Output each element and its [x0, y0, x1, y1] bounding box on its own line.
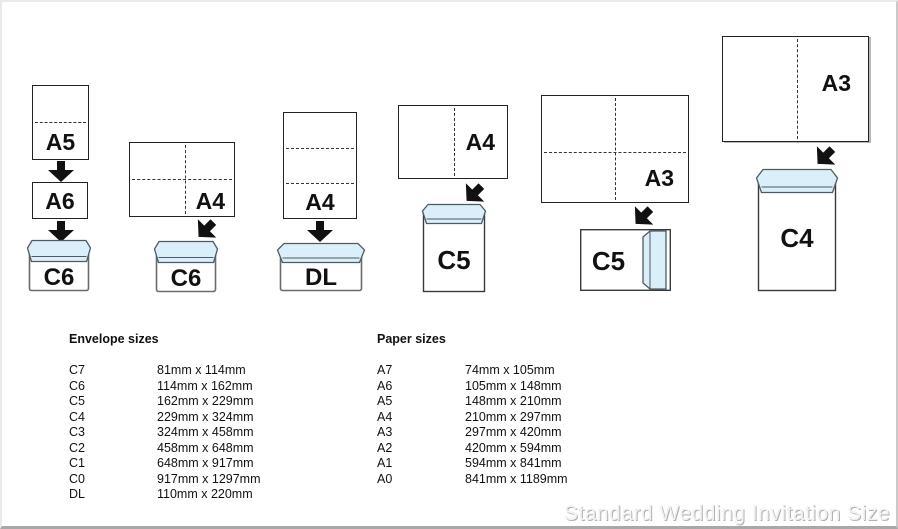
size-dimensions: 324mm x 458mm — [157, 425, 254, 439]
size-code: A3 — [377, 425, 393, 439]
table-row: C3 324mm x 458mm — [69, 425, 261, 441]
watermark-text: Standard Wedding Invitation Size — [563, 502, 890, 525]
arrow-down-left-icon — [808, 140, 841, 173]
envelope-label: C4 — [780, 223, 814, 253]
size-code: A2 — [377, 440, 393, 455]
size-code: A0 — [377, 471, 393, 486]
table-row: A7 74mm x 105mm — [377, 363, 568, 379]
size-code: DL — [69, 487, 85, 501]
table-title: Paper sizes — [377, 332, 446, 346]
paper-a3-landscape: A3 — [722, 36, 869, 142]
fold-line — [286, 183, 354, 185]
size-dimensions: 148mm x 210mm — [465, 394, 562, 408]
fold-line — [454, 108, 456, 176]
fold-line — [286, 147, 354, 149]
size-code: A5 — [377, 394, 393, 408]
table-row: C2 458mm x 648mm — [69, 441, 261, 457]
size-dimensions: 105mm x 148mm — [465, 378, 562, 393]
arrow-down-icon — [307, 221, 333, 242]
paper-a5: A5 — [32, 85, 89, 160]
size-dimensions: 210mm x 297mm — [465, 409, 562, 424]
table-row: C4 229mm x 324mm — [69, 410, 261, 426]
table-row: A4 210mm x 297mm — [377, 410, 568, 426]
table-row: DL 110mm x 220mm — [69, 487, 261, 503]
envelope-label: C6 — [170, 265, 202, 292]
size-dimensions: 458mm x 648mm — [157, 440, 254, 455]
table-row: A0 841mm x 1189mm — [377, 472, 568, 488]
arrow-down-icon — [48, 221, 74, 242]
envelope-c4: C4 — [755, 168, 839, 292]
arrow-down-icon — [48, 161, 74, 182]
paper-label: A3 — [644, 165, 674, 191]
size-dimensions: 81mm x 114mm — [157, 363, 246, 377]
table-row: C0 917mm x 1297mm — [69, 472, 261, 488]
envelope-c5-portrait: C5 — [421, 203, 487, 293]
paper-a4-landscape: A4 — [398, 105, 508, 179]
size-code: C0 — [69, 471, 85, 486]
paper-label: A4 — [465, 129, 495, 155]
paper-label: A4 — [195, 188, 225, 214]
paper-label: A3 — [821, 70, 851, 96]
size-code: C6 — [69, 378, 85, 393]
envelope-c5-sideflap: C5 — [580, 229, 671, 291]
size-code: A7 — [377, 363, 393, 377]
table-row: C5 162mm x 229mm — [69, 394, 261, 410]
paper-label: A4 — [305, 189, 335, 215]
size-dimensions: 917mm x 1297mm — [157, 471, 261, 486]
size-code: A6 — [377, 378, 393, 393]
fold-line — [615, 98, 616, 200]
envelope-c6: C6 — [153, 240, 219, 293]
size-code: A4 — [377, 409, 393, 424]
size-dimensions: 229mm x 324mm — [157, 409, 254, 424]
paper-a4-portrait: A4 — [283, 112, 357, 219]
size-code: C3 — [69, 425, 85, 439]
paper-label: A5 — [45, 129, 76, 155]
size-dimensions: 74mm x 105mm — [465, 363, 555, 377]
size-dimensions: 114mm x 162mm — [157, 378, 253, 393]
table-row: C7 81mm x 114mm — [69, 363, 261, 379]
fold-line — [35, 121, 86, 123]
fold-line — [796, 39, 798, 139]
table-row: A6 105mm x 148mm — [377, 379, 568, 395]
size-code: C1 — [69, 456, 85, 470]
size-dimensions: 297mm x 420mm — [465, 425, 562, 439]
size-code: C5 — [69, 394, 85, 408]
paper-label: A6 — [45, 188, 75, 214]
envelope-label: C5 — [437, 245, 471, 275]
size-code: C4 — [69, 409, 85, 424]
table-row: C1 648mm x 917mm — [69, 456, 261, 472]
arrow-down-left-icon — [189, 213, 222, 246]
size-code: C7 — [69, 363, 85, 377]
size-code: C2 — [69, 440, 85, 455]
arrow-down-left-icon — [457, 177, 490, 210]
table-title: Envelope sizes — [69, 332, 159, 346]
paper-a4-landscape: A4 — [129, 142, 235, 217]
table-row: A3 297mm x 420mm — [377, 425, 568, 441]
size-dimensions: 594mm x 841mm — [465, 456, 562, 470]
fold-line — [544, 152, 686, 154]
envelope-label: DL — [305, 264, 337, 291]
size-dimensions: 648mm x 917mm — [157, 456, 254, 470]
size-dimensions: 162mm x 229mm — [157, 394, 254, 408]
envelope-label: C5 — [591, 246, 626, 276]
envelope-dl: DL — [276, 242, 366, 292]
paper-a6: A6 — [32, 182, 88, 219]
envelope-label: C6 — [43, 264, 75, 291]
table-row: A2 420mm x 594mm — [377, 441, 568, 457]
envelope-c6: C6 — [26, 239, 92, 292]
size-code: A1 — [377, 456, 393, 470]
table-row: A5 148mm x 210mm — [377, 394, 568, 410]
table-row: C6 114mm x 162mm — [69, 379, 261, 395]
size-dimensions: 420mm x 594mm — [465, 440, 562, 455]
fold-line — [132, 178, 232, 180]
arrow-down-left-icon — [626, 200, 659, 233]
size-dimensions: 110mm x 220mm — [157, 487, 253, 501]
size-dimensions: 841mm x 1189mm — [465, 471, 568, 486]
table-row: A1 594mm x 841mm — [377, 456, 568, 472]
paper-a3-landscape: A3 — [541, 95, 689, 203]
